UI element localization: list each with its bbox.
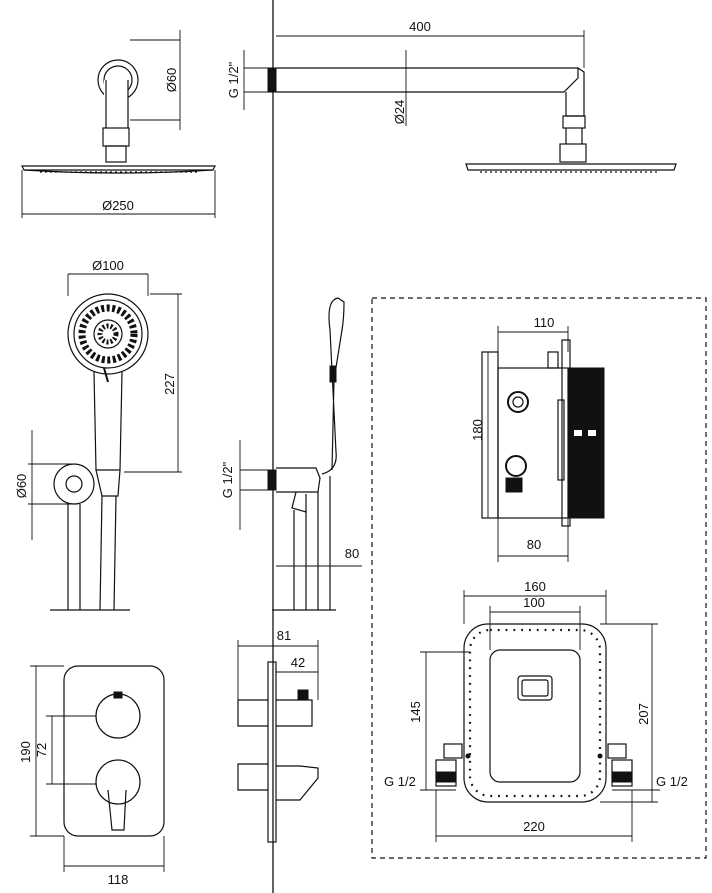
dim-holder-thread: G 1/2" — [220, 461, 235, 498]
diverter-knob — [95, 693, 141, 739]
hand-shower-handle — [93, 371, 123, 471]
dim-box-thread-right: G 1/2 — [656, 774, 688, 789]
mounting-box — [435, 623, 633, 803]
dim-arm-dia-24: Ø24 — [392, 100, 407, 125]
dim-box-207: 207 — [636, 703, 651, 725]
hand-shower-head — [67, 293, 149, 375]
dim-box-thread-left: G 1/2 — [384, 774, 416, 789]
overhead-shower-front — [21, 59, 216, 174]
dim-hand-len-227: 227 — [162, 373, 177, 395]
hand-shower-side — [267, 297, 345, 610]
concealed-parts-frame — [371, 297, 707, 859]
holder-thread-block — [267, 469, 277, 491]
inner-plate — [489, 649, 581, 783]
dim-plate-w-118: 118 — [108, 872, 129, 887]
dim-arm-length-400: 400 — [409, 19, 431, 34]
dim-valve-w-110: 110 — [534, 315, 555, 330]
spray-nozzles — [78, 304, 138, 364]
hand-shower-profile — [321, 297, 345, 475]
valve-cover — [567, 367, 605, 519]
mixer-lever-side — [276, 765, 319, 801]
dim-holder-dia-60: Ø60 — [14, 474, 29, 499]
dim-plate-72: 72 — [34, 743, 49, 757]
faceplate-outline — [63, 665, 165, 837]
dim-arm-thread: G 1/2" — [226, 61, 241, 98]
dim-mixer-81: 81 — [277, 628, 291, 643]
rain-head-plate — [21, 165, 216, 171]
dim-overhead-dia-60: Ø60 — [164, 68, 179, 93]
dim-mixer-42: 42 — [291, 655, 305, 670]
dim-valve-d-80: 80 — [527, 537, 541, 552]
dim-valve-h-180: 180 — [470, 419, 485, 441]
concealed-valve — [481, 339, 605, 527]
mounting-box-outline — [463, 623, 607, 803]
dim-hand-dia-100: Ø100 — [92, 258, 124, 273]
dim-box-220: 220 — [523, 819, 545, 834]
valve-port-lower — [505, 455, 527, 477]
mixer-plate-side — [267, 661, 277, 843]
dim-plate-h-190: 190 — [18, 741, 33, 763]
wall-holder — [53, 463, 95, 505]
dim-box-160: 160 — [524, 579, 546, 594]
mixer-side — [237, 661, 319, 843]
dim-holder-depth-80: 80 — [345, 546, 359, 561]
mixer-lever — [107, 789, 127, 831]
mixer-handle-base — [95, 759, 141, 805]
valve-port-upper — [507, 391, 529, 413]
holder-body — [276, 467, 321, 493]
shower-arm — [276, 67, 579, 93]
overhead-shower-side — [267, 67, 677, 173]
rain-head-side — [465, 163, 677, 171]
dim-box-145: 145 — [408, 701, 423, 723]
dim-overhead-dia-250: Ø250 — [102, 198, 134, 213]
dim-box-100: 100 — [523, 595, 545, 610]
arm-thread-block — [267, 67, 277, 93]
hand-shower-front — [53, 293, 149, 611]
mixer-faceplate-front — [63, 665, 165, 837]
